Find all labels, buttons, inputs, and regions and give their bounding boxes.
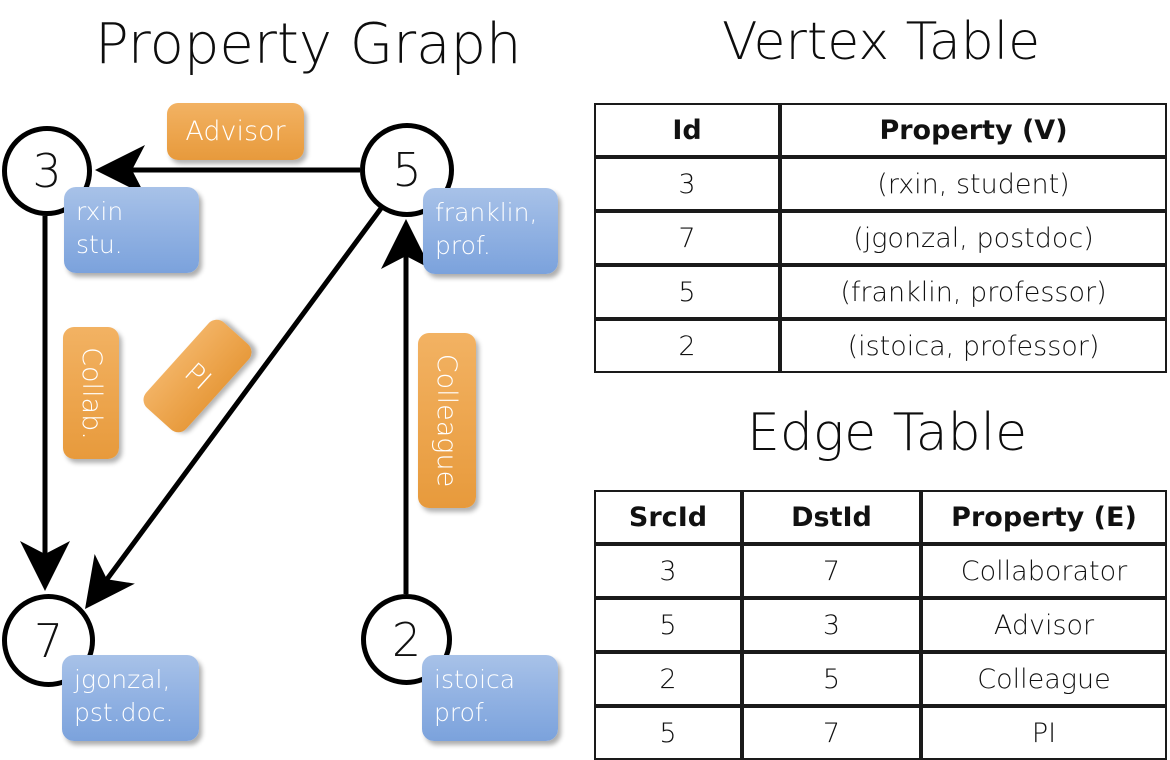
vertex-cell-id: 2: [594, 319, 780, 373]
edge-cell-property: Advisor: [921, 598, 1167, 652]
node-property-box-2: istoica prof.: [422, 655, 558, 741]
edge-cell-srcid: 2: [594, 652, 742, 706]
edge-header-dstid: DstId: [742, 490, 921, 544]
edge-cell-srcid: 5: [594, 706, 742, 760]
edge-table: SrcId DstId Property (E) 3 7 Collaborato…: [594, 490, 1167, 760]
edge-cell-srcid: 5: [594, 598, 742, 652]
edge-label-text: PI: [178, 356, 217, 396]
edge-label-colleague: Colleague: [418, 333, 476, 508]
table-header-row: SrcId DstId Property (E): [594, 490, 1167, 544]
edge-header-property: Property (E): [921, 490, 1167, 544]
edge-table-title: Edge Table: [747, 403, 1028, 463]
table-row[interactable]: 3 (rxin, student): [594, 157, 1167, 211]
node-property-line: prof.: [435, 231, 491, 260]
vertex-cell-id: 3: [594, 157, 780, 211]
edge-label-text: Advisor: [185, 116, 286, 147]
vertex-table-title: Vertex Table: [722, 12, 1041, 72]
edge-cell-property: Collaborator: [921, 544, 1167, 598]
node-property-line: rxin: [76, 197, 124, 226]
vertex-header-property: Property (V): [780, 103, 1167, 157]
vertex-table: Id Property (V) 3 (rxin, student) 7 (jgo…: [594, 103, 1167, 373]
vertex-cell-property: (jgonzal, postdoc): [780, 211, 1167, 265]
page-title-property-graph: Property Graph: [95, 12, 522, 77]
node-property-line: jgonzal,: [74, 665, 171, 694]
edge-cell-dstid: 3: [742, 598, 921, 652]
edge-label-advisor: Advisor: [167, 103, 304, 160]
edge-cell-dstid: 7: [742, 544, 921, 598]
vertex-cell-id: 5: [594, 265, 780, 319]
vertex-cell-id: 7: [594, 211, 780, 265]
table-row[interactable]: 5 3 Advisor: [594, 598, 1167, 652]
property-graph-panel: Property Graph 3 5 7 2 rxin stu.: [2, 12, 558, 741]
graph-edges: [20, 145, 431, 610]
edge-cell-dstid: 7: [742, 706, 921, 760]
table-row[interactable]: 7 (jgonzal, postdoc): [594, 211, 1167, 265]
table-header-row: Id Property (V): [594, 103, 1167, 157]
node-property-line: stu.: [76, 230, 123, 259]
node-property-box-5: franklin, prof.: [423, 188, 558, 274]
edge-cell-property: PI: [921, 706, 1167, 760]
table-row[interactable]: 2 (istoica, professor): [594, 319, 1167, 373]
edge-label-text: Colleague: [431, 353, 463, 488]
table-row[interactable]: 3 7 Collaborator: [594, 544, 1167, 598]
edge-cell-property: Colleague: [921, 652, 1167, 706]
table-row[interactable]: 2 5 Colleague: [594, 652, 1167, 706]
vertex-cell-property: (rxin, student): [780, 157, 1167, 211]
table-row[interactable]: 5 7 PI: [594, 706, 1167, 760]
node-circle-2[interactable]: 2: [361, 594, 452, 685]
vertex-cell-property: (istoica, professor): [780, 319, 1167, 373]
node-property-box-3: rxin stu.: [64, 187, 199, 273]
vertex-cell-property: (franklin, professor): [780, 265, 1167, 319]
edge-cell-dstid: 5: [742, 652, 921, 706]
table-row[interactable]: 5 (franklin, professor): [594, 265, 1167, 319]
edge-5-to-7: [85, 205, 385, 610]
node-circle-5[interactable]: 5: [360, 123, 454, 217]
edge-header-srcid: SrcId: [594, 490, 742, 544]
node-property-line: pst.doc.: [74, 698, 174, 727]
node-property-line: istoica: [434, 665, 516, 694]
edge-label-collab: Collab.: [63, 327, 119, 459]
node-property-line: prof.: [434, 698, 490, 727]
edge-cell-srcid: 3: [594, 544, 742, 598]
vertex-header-id: Id: [594, 103, 780, 157]
node-property-box-7: jgonzal, pst.doc.: [62, 655, 199, 741]
node-property-line: franklin,: [435, 198, 538, 227]
edge-label-text: Collab.: [75, 346, 107, 440]
